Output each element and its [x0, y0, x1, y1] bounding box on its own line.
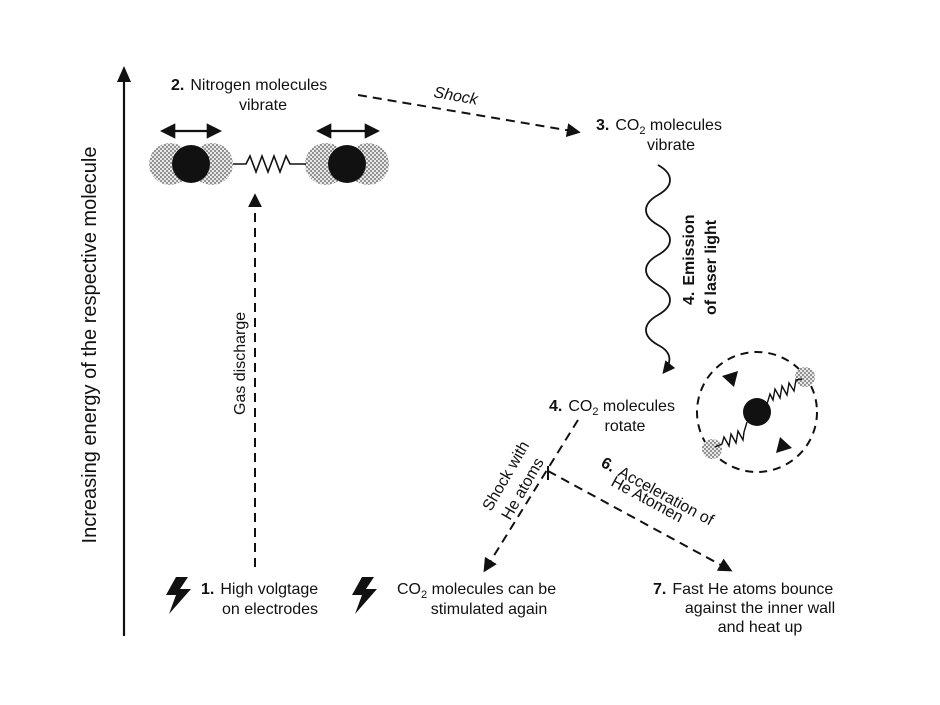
- lightning-bolt-icon: [352, 577, 377, 614]
- svg-text:1.High volgtage: 1.High volgtage: [201, 581, 318, 598]
- svg-text:rotate: rotate: [605, 418, 646, 435]
- svg-text:Shock: Shock: [432, 84, 480, 109]
- laser-emission-wave: 4.Emission of laser light: [645, 164, 720, 374]
- nitrogen-molecule-icon: [149, 123, 389, 185]
- svg-text:against the inner wall: against the inner wall: [685, 600, 835, 617]
- step-5-label: CO2 molecules can be stimulated again: [397, 581, 556, 618]
- svg-text:of laser light: of laser light: [703, 219, 720, 315]
- svg-text:vibrate: vibrate: [647, 137, 695, 154]
- svg-text:4.CO2 molecules: 4.CO2 molecules: [549, 398, 675, 418]
- y-axis-label: Increasing energy of the respective mole…: [79, 147, 101, 544]
- step-1-label: 1.High volgtage on electrodes: [201, 581, 318, 618]
- rotating-co2-molecule-icon: [696, 351, 818, 473]
- energy-axis: Increasing energy of the respective mole…: [79, 66, 131, 636]
- acceleration-arrow: 6.Acceleration of He Atomen: [547, 455, 733, 572]
- svg-text:2.Nitrogen molecules: 2.Nitrogen molecules: [171, 77, 327, 94]
- axis-arrowhead: [117, 66, 131, 82]
- step-2-label: 2.Nitrogen molecules vibrate: [171, 77, 327, 114]
- svg-text:and heat up: and heat up: [718, 619, 803, 636]
- step-3-label: 3.CO2 molecules vibrate: [596, 117, 722, 154]
- svg-text:stimulated again: stimulated again: [431, 601, 548, 618]
- svg-text:CO2 molecules can be: CO2 molecules can be: [397, 581, 556, 601]
- svg-text:3.CO2 molecules: 3.CO2 molecules: [596, 117, 722, 137]
- svg-text:7.Fast He atoms bounce: 7.Fast He atoms bounce: [653, 581, 833, 598]
- shock-arrow: Shock: [357, 84, 581, 138]
- shock-he-arrow: Shock with He atoms: [480, 419, 579, 573]
- step-4-label: 4.CO2 molecules rotate: [549, 398, 675, 435]
- svg-text:vibrate: vibrate: [239, 97, 287, 114]
- svg-text:Gas discharge: Gas discharge: [232, 312, 249, 415]
- svg-text:on electrodes: on electrodes: [222, 601, 318, 618]
- svg-text:4.Emission: 4.Emission: [681, 215, 698, 305]
- gas-discharge-arrow: Gas discharge: [232, 193, 262, 567]
- step-7-label: 7.Fast He atoms bounce against the inner…: [653, 581, 835, 636]
- lightning-bolt-icon: [166, 577, 191, 614]
